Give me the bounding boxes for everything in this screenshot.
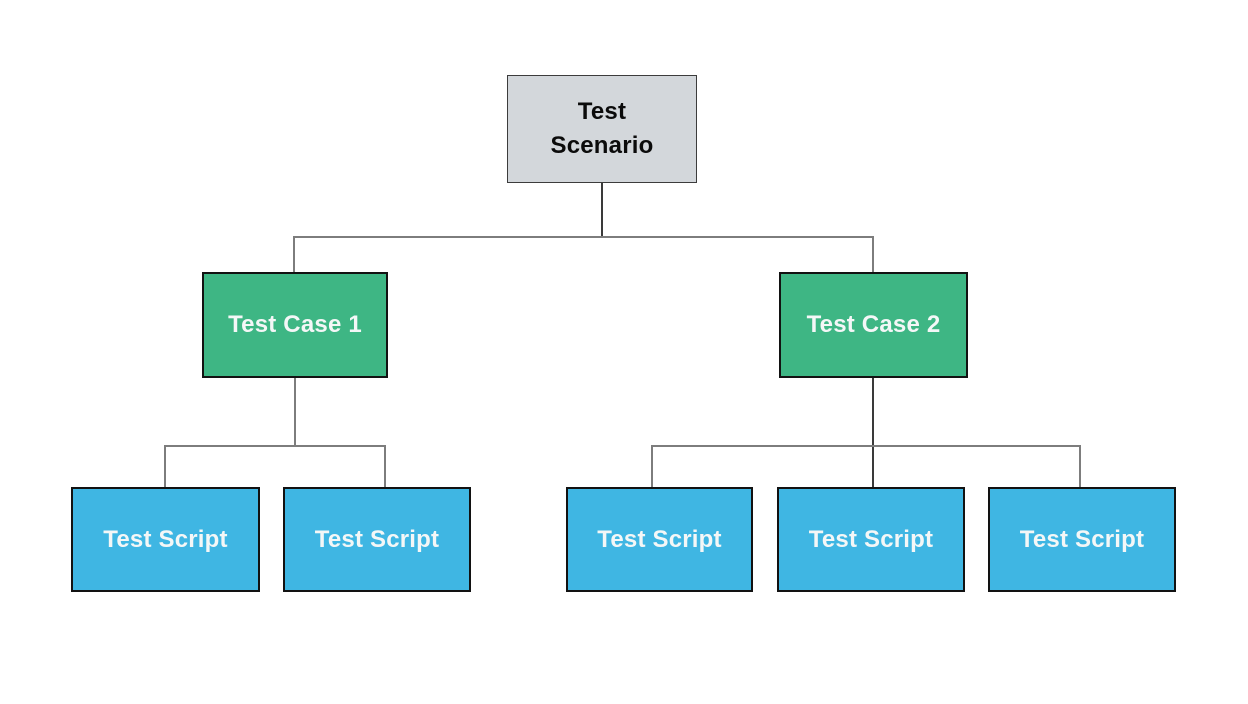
- edge-test-script-3-drop: [651, 445, 653, 487]
- edge-test-script-2-drop: [384, 445, 386, 487]
- node-test-case-2-label: Test Case 2: [806, 311, 941, 338]
- node-test-scenario-label: Test Scenario: [551, 95, 654, 163]
- edge-level1-horizontal: [293, 236, 874, 238]
- node-test-case-1-label: Test Case 1: [228, 311, 362, 338]
- edge-root-vertical: [601, 183, 603, 238]
- edge-test-case-2-vertical: [872, 378, 874, 487]
- node-test-script-5: Test Script: [988, 487, 1176, 592]
- edge-test-script-1-drop: [164, 445, 166, 487]
- edge-test-case-1-drop: [293, 236, 295, 272]
- edge-level2b-horizontal: [651, 445, 1081, 447]
- node-test-script-5-label: Test Script: [1019, 525, 1145, 553]
- node-test-case-2: Test Case 2: [779, 272, 968, 378]
- edge-test-case-2-drop: [872, 236, 874, 272]
- edge-test-script-5-drop: [1079, 445, 1081, 487]
- node-test-scenario-line-2: Scenario: [550, 132, 654, 159]
- node-test-scenario: Test Scenario: [507, 75, 697, 183]
- node-test-case-1: Test Case 1: [202, 272, 388, 378]
- node-test-script-2: Test Script: [283, 487, 471, 592]
- edge-level2a-horizontal: [164, 445, 386, 447]
- node-test-script-1: Test Script: [71, 487, 260, 592]
- edge-test-case-1-vertical: [294, 378, 296, 447]
- node-test-script-2-label: Test Script: [314, 525, 440, 553]
- node-test-script-4-label: Test Script: [808, 525, 934, 553]
- node-test-script-1-label: Test Script: [103, 525, 228, 553]
- node-test-script-4: Test Script: [777, 487, 965, 592]
- node-test-script-3: Test Script: [566, 487, 753, 592]
- node-test-script-3-label: Test Script: [597, 525, 722, 553]
- node-test-scenario-line-1: Test: [577, 98, 627, 125]
